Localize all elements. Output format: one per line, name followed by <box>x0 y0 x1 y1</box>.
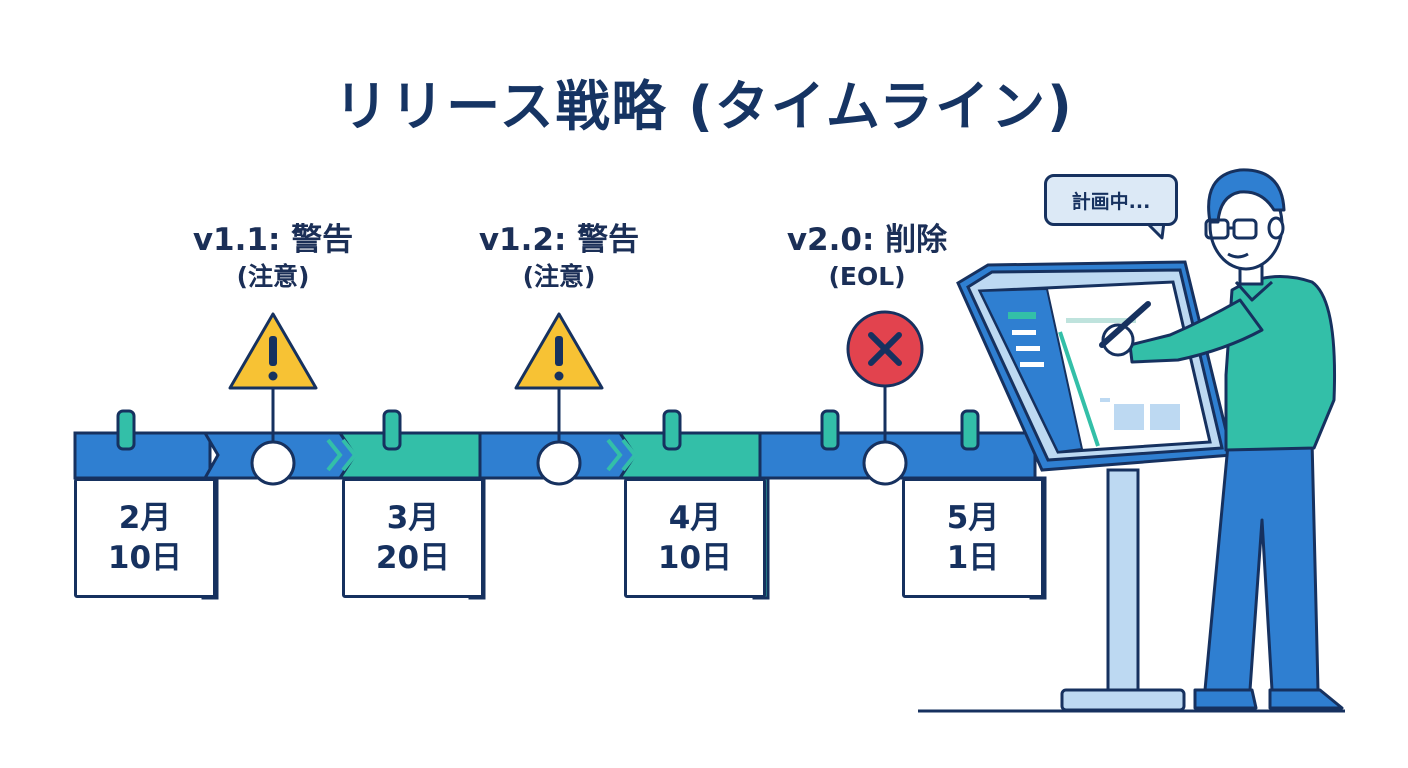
calendar-day: 1日 <box>946 540 1000 576</box>
error-x-icon <box>846 310 924 388</box>
calendar-day: 20日 <box>375 540 451 576</box>
page-title: リリース戦略 (タイムライン) <box>334 75 1074 138</box>
speech-bubble: 計画中... <box>1044 174 1178 226</box>
calendar-date-feb: 2月 10日 <box>74 478 216 598</box>
tablet-screen-content <box>1008 312 1180 447</box>
warning-icon <box>514 312 604 390</box>
calendar-day: 10日 <box>107 540 183 576</box>
calendar-date-may: 5月 1日 <box>902 478 1044 598</box>
milestone-note: (EOL) <box>828 262 906 291</box>
calendar-rings <box>116 409 980 451</box>
calendar-date-apr: 4月 10日 <box>624 478 766 598</box>
bar-segment-mar <box>337 431 482 480</box>
bar-segment-apr <box>617 431 762 480</box>
bar-segment-feb <box>73 431 212 480</box>
calendar-month: 3月 <box>386 500 440 536</box>
timeline-bar <box>73 431 1037 480</box>
milestone-version: v1.1: 警告 <box>192 222 354 258</box>
person-illustration <box>1099 168 1344 710</box>
calendar-month: 5月 <box>946 500 1000 536</box>
milestone-version: v1.2: 警告 <box>478 222 640 258</box>
calendar-month: 4月 <box>668 500 722 536</box>
milestone-label-v2-0: v2.0: 削除 (EOL) <box>737 220 997 294</box>
milestone-note: (注意) <box>522 262 596 291</box>
milestone-stems <box>271 378 887 445</box>
milestone-note: (注意) <box>236 262 310 291</box>
milestone-dots <box>250 440 908 486</box>
tablet-stand <box>1060 468 1186 712</box>
warning-icon <box>228 312 318 390</box>
bar-chevrons <box>326 438 638 472</box>
calendar-day: 10日 <box>657 540 733 576</box>
calendar-month: 2月 <box>118 500 172 536</box>
calendar-date-mar: 3月 20日 <box>342 478 484 598</box>
milestone-label-v1-1: v1.1: 警告 (注意) <box>143 220 403 294</box>
milestone-version: v2.0: 削除 <box>786 222 948 258</box>
milestone-label-v1-2: v1.2: 警告 (注意) <box>429 220 689 294</box>
